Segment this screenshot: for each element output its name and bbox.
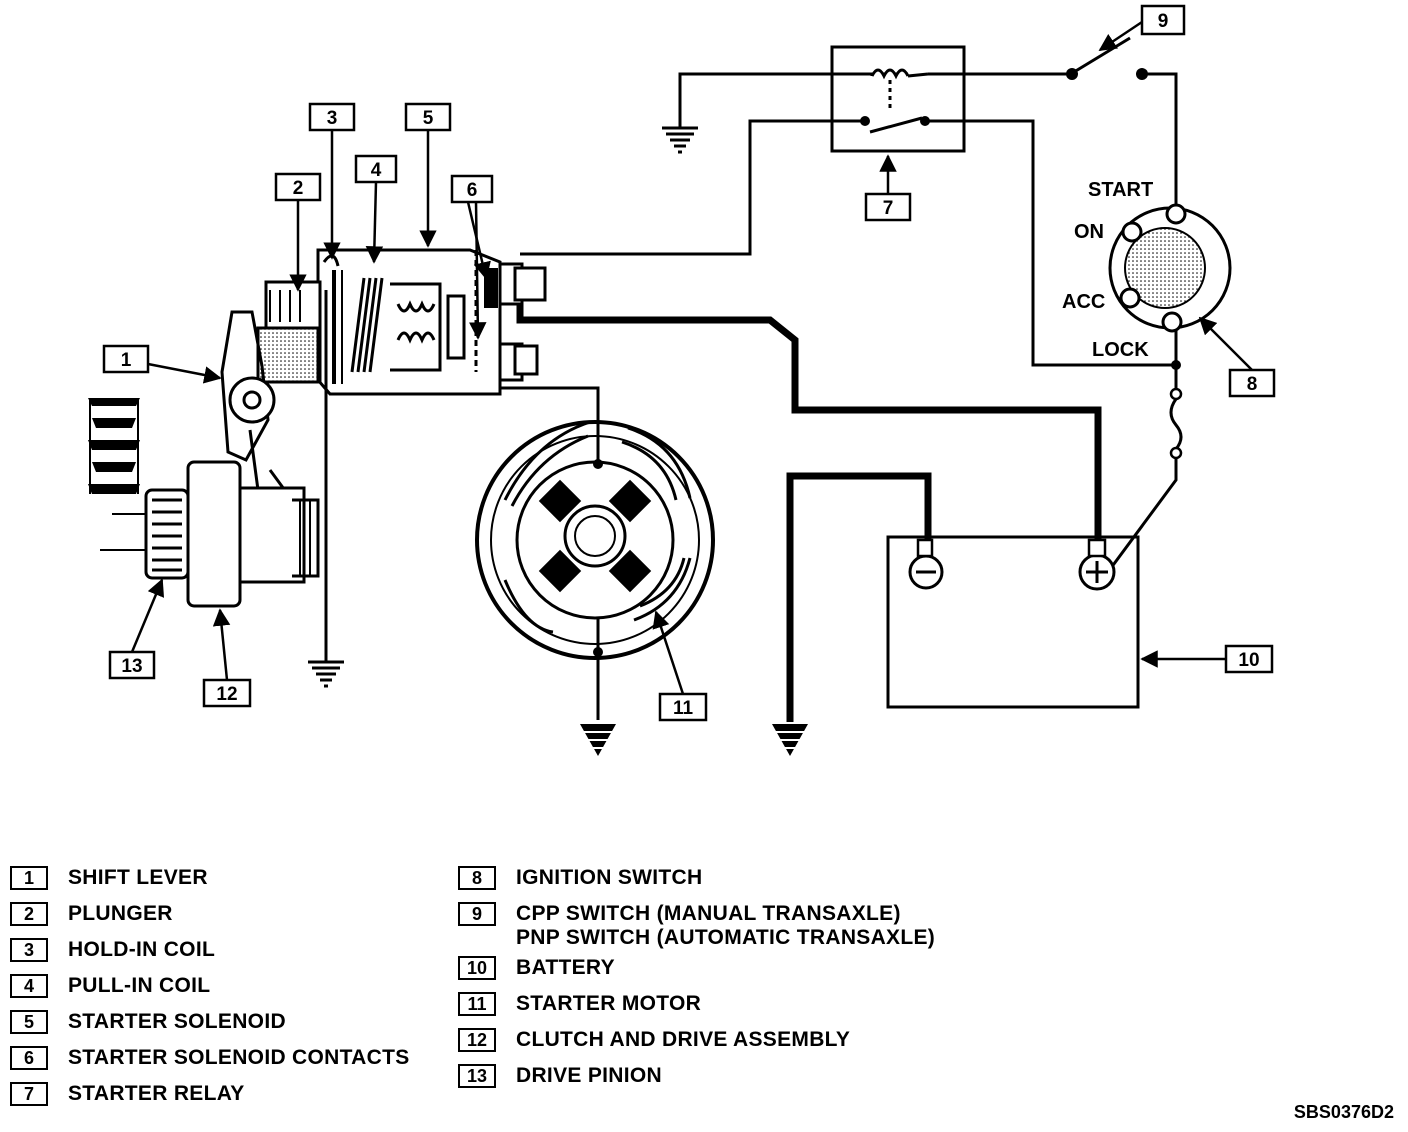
legend-number: 11 (458, 992, 496, 1016)
legend-number: 8 (458, 866, 496, 890)
callout-8: 8 (1198, 316, 1276, 398)
legend-label: HOLD-IN COIL (68, 938, 216, 961)
clutch-and-drive-assembly (186, 460, 320, 608)
relay-contact-wires (520, 119, 1176, 367)
flywheel-ring-gear (88, 398, 140, 494)
legend-item: 9 CPP SWITCH (MANUAL TRANSAXLE) PNP SWIT… (458, 902, 935, 956)
legend-label: IGNITION SWITCH (516, 866, 703, 889)
ground-symbol-motor (580, 724, 616, 756)
svg-text:12: 12 (216, 684, 237, 705)
legend-item: 13 DRIVE PINION (458, 1064, 935, 1100)
cpp-pnp-switch (1066, 36, 1178, 204)
legend-item: 2 PLUNGER (10, 902, 410, 938)
legend-number: 12 (458, 1028, 496, 1052)
legend-right: 8 IGNITION SWITCH 9 CPP SWITCH (MANUAL T… (458, 866, 935, 1100)
solenoid-contacts (474, 250, 498, 372)
starter-circuit-diagram: 1 2 3 4 5 6 7 8 9 (88, 4, 1276, 756)
svg-text:1: 1 (121, 350, 132, 371)
callout-7: 7 (864, 154, 912, 222)
legend-label: CPP SWITCH (MANUAL TRANSAXLE) PNP SWITCH… (516, 902, 935, 950)
legend-item: 6 STARTER SOLENOID CONTACTS (10, 1046, 410, 1082)
callout-3: 3 (308, 102, 356, 260)
battery-positive-terminal (1078, 538, 1116, 591)
legend-item: 10 BATTERY (458, 956, 935, 992)
legend-label: BATTERY (516, 956, 615, 979)
ignition-switch (1108, 203, 1232, 370)
ignition-label-start: START (1088, 179, 1153, 201)
svg-text:2: 2 (293, 178, 304, 199)
legend-number: 9 (458, 902, 496, 926)
legend-label: STARTER MOTOR (516, 992, 702, 1015)
legend-number: 10 (458, 956, 496, 980)
svg-text:6: 6 (467, 180, 478, 201)
fusible-link-wire (1106, 365, 1183, 573)
starter-motor (475, 420, 715, 660)
callout-9: 9 (1098, 4, 1186, 52)
svg-text:7: 7 (883, 198, 894, 219)
svg-text:13: 13 (121, 656, 142, 677)
legend-label: STARTER RELAY (68, 1082, 245, 1105)
legend-left: 1 SHIFT LEVER 2 PLUNGER 3 HOLD-IN COIL 4… (10, 866, 410, 1118)
ground-symbol-hold-in (308, 660, 344, 688)
legend-label-line-2: PNP SWITCH (AUTOMATIC TRANSAXLE) (516, 926, 936, 949)
starter-relay (830, 45, 966, 153)
pull-in-coil (350, 277, 384, 373)
legend-item: 11 STARTER MOTOR (458, 992, 935, 1028)
callout-5: 5 (404, 102, 452, 248)
callout-13: 13 (108, 578, 165, 680)
svg-text:8: 8 (1247, 374, 1258, 395)
legend-number: 4 (10, 974, 48, 998)
legend-label: CLUTCH AND DRIVE ASSEMBLY (516, 1028, 851, 1051)
ground-symbol-battery (772, 724, 808, 756)
ground-symbol-relay (662, 126, 698, 154)
legend-label: PLUNGER (68, 902, 173, 925)
callout-4: 4 (354, 154, 398, 264)
legend-label-line-1: CPP SWITCH (MANUAL TRANSAXLE) (516, 902, 901, 925)
legend-item: 12 CLUTCH AND DRIVE ASSEMBLY (458, 1028, 935, 1064)
legend-number: 13 (458, 1064, 496, 1088)
legend-item: 1 SHIFT LEVER (10, 866, 410, 902)
callout-6: 6 (450, 174, 494, 340)
legend-label: STARTER SOLENOID CONTACTS (68, 1046, 410, 1069)
plunger (256, 280, 466, 384)
battery-positive-cable (516, 300, 1102, 540)
legend-item: 7 STARTER RELAY (10, 1082, 410, 1118)
callout-1: 1 (102, 344, 222, 384)
ignition-label-lock: LOCK (1092, 339, 1149, 361)
ignition-label-on: ON (1074, 221, 1104, 243)
legend-number: 3 (10, 938, 48, 962)
legend-item: 5 STARTER SOLENOID (10, 1010, 410, 1046)
callout-11: 11 (652, 610, 708, 722)
callout-2: 2 (274, 172, 322, 292)
legend-label: DRIVE PINION (516, 1064, 662, 1087)
legend-number: 2 (10, 902, 48, 926)
reference-code: SBS0376D2 (1293, 1102, 1394, 1122)
svg-text:10: 10 (1238, 650, 1259, 671)
legend-item: 8 IGNITION SWITCH (458, 866, 935, 902)
relay-ground-wire (678, 72, 1072, 128)
svg-text:11: 11 (673, 698, 694, 719)
legend-number: 6 (10, 1046, 48, 1070)
svg-text:9: 9 (1158, 11, 1169, 32)
legend-number: 1 (10, 866, 48, 890)
svg-text:4: 4 (371, 160, 382, 181)
legend-number: 5 (10, 1010, 48, 1034)
battery (886, 535, 1140, 709)
legend-label: SHIFT LEVER (68, 866, 208, 889)
ignition-label-acc: ACC (1062, 291, 1105, 313)
svg-text:3: 3 (327, 108, 338, 129)
legend-number: 7 (10, 1082, 48, 1106)
starter-solenoid (316, 248, 547, 396)
battery-negative-cable (786, 472, 932, 722)
drive-pinion (100, 488, 190, 580)
legend-label: PULL-IN COIL (68, 974, 211, 997)
legend-item: 3 HOLD-IN COIL (10, 938, 410, 974)
callout-10: 10 (1140, 644, 1274, 674)
legend-label: STARTER SOLENOID (68, 1010, 286, 1033)
battery-negative-terminal (908, 538, 944, 590)
callout-12: 12 (202, 608, 252, 708)
legend-item: 4 PULL-IN COIL (10, 974, 410, 1010)
svg-text:5: 5 (423, 108, 434, 129)
